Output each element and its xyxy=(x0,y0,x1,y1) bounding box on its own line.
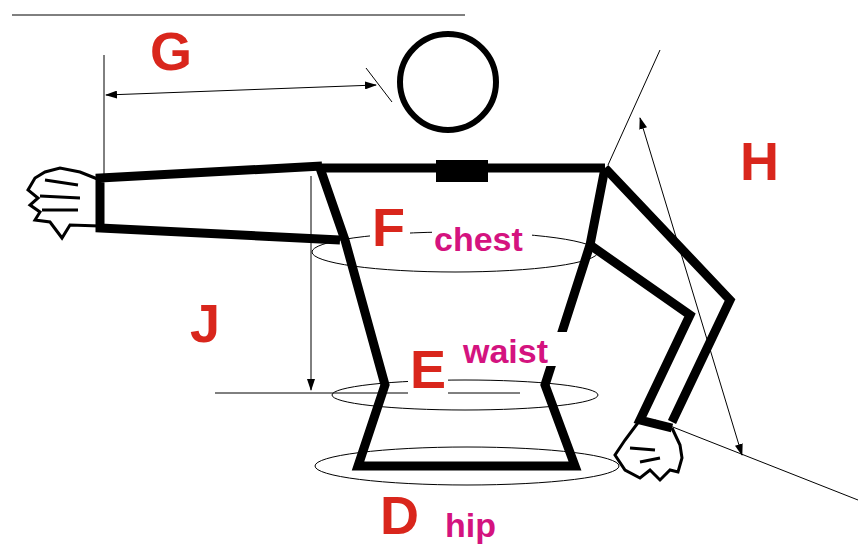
dimension-letter: F xyxy=(372,200,405,254)
dimension-letter: J xyxy=(190,296,220,350)
dimension-letter: E xyxy=(410,342,446,396)
dimension-letter: D xyxy=(380,488,419,542)
dimension-letter: G xyxy=(150,24,192,78)
dimension-letter: H xyxy=(740,134,779,188)
measure-name: hip xyxy=(445,508,496,542)
measure-name: waist xyxy=(463,334,548,368)
measure-name: chest xyxy=(434,222,523,256)
